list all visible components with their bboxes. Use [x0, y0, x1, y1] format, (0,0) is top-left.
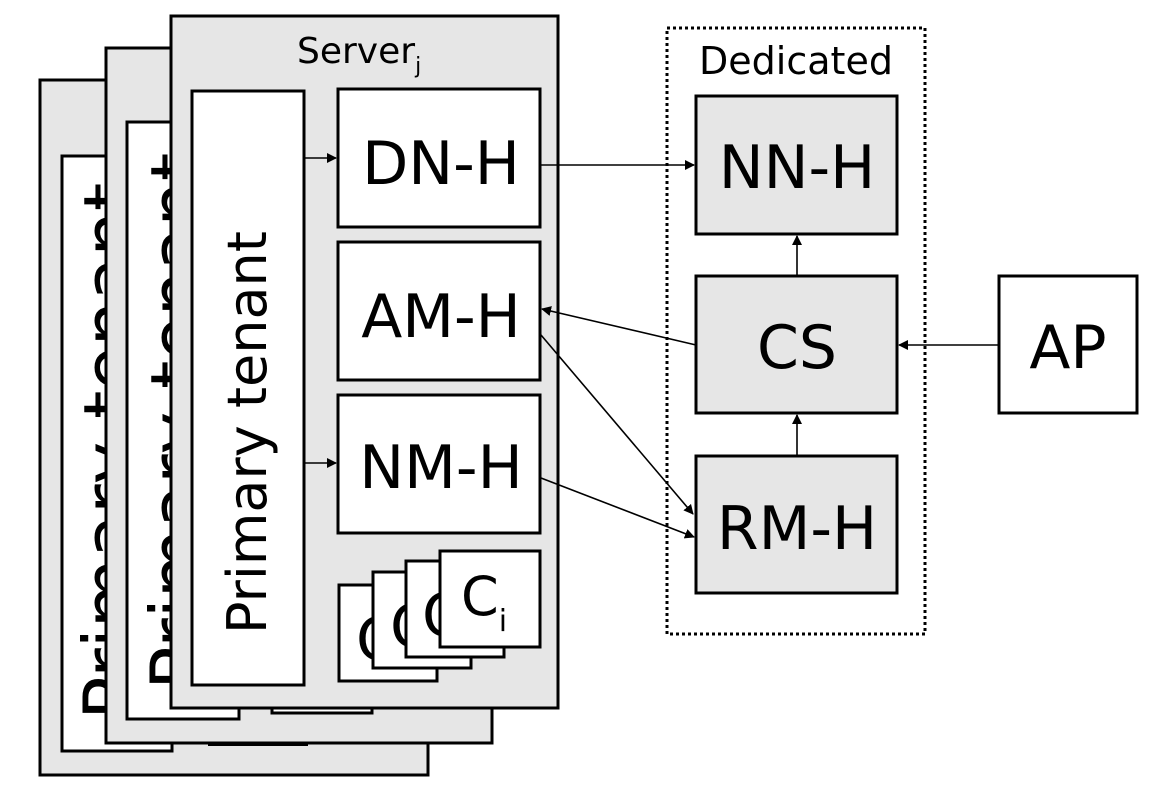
primary-tenant-box	[190, 89, 306, 687]
container-stack: C C C Ci	[337, 549, 542, 683]
dedicated-title: Dedicated	[699, 39, 893, 83]
ap-label: AP	[1029, 313, 1106, 383]
nn-h-label: NN-H	[719, 133, 876, 203]
nm-h-label: NM-H	[359, 433, 522, 503]
server-front: Serverj Primary tenant DN-H AM-H NM-H C …	[169, 14, 560, 710]
cs-label: CS	[757, 313, 837, 383]
container-subscript: i	[499, 604, 507, 639]
nn-h-box	[694, 94, 899, 236]
am-h-box	[336, 240, 542, 382]
arrow-cs-to-am	[541, 306, 697, 346]
arrow-nm-to-rm	[540, 477, 695, 539]
container-ci-box	[438, 549, 542, 649]
rm-h-box	[694, 454, 899, 595]
ap-box	[997, 274, 1139, 415]
arrow-am-to-rm	[540, 334, 694, 515]
dedicated-region: Dedicated NN-H CS RM-H	[665, 26, 927, 636]
rm-h-label: RM-H	[717, 494, 877, 564]
dn-h-box	[336, 87, 542, 229]
dn-h-label: DN-H	[362, 129, 520, 199]
am-h-label: AM-H	[361, 282, 521, 352]
nm-h-box	[336, 393, 542, 535]
server-title: Serverj	[297, 31, 421, 79]
container-ci-label: Ci	[461, 565, 507, 639]
server-subscript: j	[414, 54, 421, 79]
primary-tenant-label: Primary tenant	[216, 231, 279, 634]
arrows	[304, 153, 999, 539]
